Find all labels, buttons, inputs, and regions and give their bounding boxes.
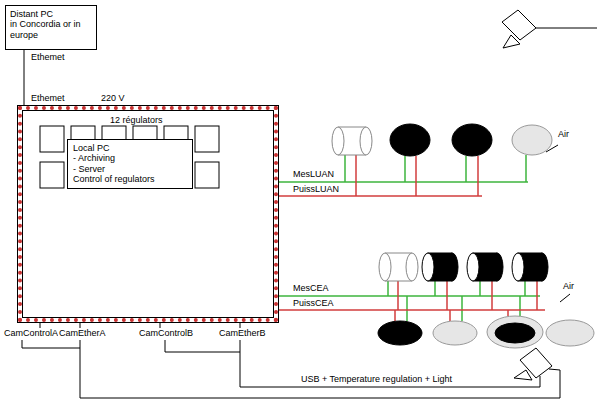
sensor-cylinder bbox=[338, 155, 366, 156]
regulator-box bbox=[195, 126, 219, 152]
measure-wire bbox=[344, 155, 346, 182]
sensor-cylinder bbox=[385, 281, 412, 282]
sensor-rim bbox=[422, 253, 524, 281]
power-wire bbox=[507, 310, 509, 316]
power-wire bbox=[394, 310, 396, 321]
power-wire bbox=[477, 156, 479, 196]
node-body: Control of regulators bbox=[73, 174, 187, 184]
signal-name: MesLUAN bbox=[292, 169, 335, 179]
black-sensor bbox=[491, 253, 503, 281]
power-wire bbox=[355, 155, 357, 196]
power-wire bbox=[278, 195, 482, 197]
ring-sensor bbox=[495, 323, 535, 343]
measure-wire bbox=[387, 281, 389, 296]
sensor-cylinder bbox=[385, 253, 412, 254]
node-body: in Concordia or in europe bbox=[10, 19, 82, 40]
grey-sensor bbox=[512, 125, 552, 155]
black-sensor bbox=[390, 124, 430, 156]
measure-wire bbox=[278, 295, 540, 297]
regulator-box bbox=[195, 162, 219, 188]
power-wire bbox=[278, 155, 545, 321]
port-label: CamControlA bbox=[3, 328, 59, 338]
node-title: Local PC bbox=[73, 143, 187, 153]
port-label: CamEtherA bbox=[58, 328, 107, 338]
measure-wire bbox=[479, 281, 481, 296]
grey-sensor bbox=[487, 316, 543, 348]
power-wire bbox=[446, 281, 448, 310]
grey-sensor bbox=[546, 320, 594, 346]
measure-wire bbox=[278, 181, 528, 183]
node-title: Distant PC bbox=[10, 9, 92, 19]
measure-wire bbox=[406, 296, 408, 321]
control-cabinet: 12 régulatorsLocal PC- Archiving- Server… bbox=[18, 106, 278, 322]
camera bbox=[502, 10, 536, 40]
power-wire bbox=[449, 310, 451, 321]
measure-wire bbox=[465, 156, 467, 182]
network-label: Ethemet bbox=[30, 93, 66, 103]
air-label: Air bbox=[557, 129, 570, 139]
regulator-box bbox=[40, 126, 219, 188]
network-label: Ethemet bbox=[30, 52, 66, 62]
node-item: - Server bbox=[73, 164, 187, 174]
black-sensor bbox=[452, 124, 492, 156]
port-label: CamControlB bbox=[138, 328, 194, 338]
signal-name: MesCEA bbox=[292, 283, 330, 293]
node-title: 12 régulators bbox=[110, 115, 163, 125]
power-label: 220 V bbox=[100, 93, 126, 103]
sensor-rim bbox=[512, 253, 524, 281]
signal-name: PuissLUAN bbox=[292, 184, 340, 194]
black-sensor bbox=[378, 124, 548, 345]
camera bbox=[514, 370, 532, 380]
regulator-box bbox=[40, 162, 64, 188]
black-sensor bbox=[446, 253, 458, 281]
power-wire bbox=[536, 281, 538, 310]
camera bbox=[536, 28, 597, 29]
cable-label: USB + Temperature regulation + Light bbox=[300, 374, 453, 384]
air-label: Air bbox=[562, 281, 575, 291]
remote-pc-box: Distant PCin Concordia or in europe bbox=[5, 5, 97, 50]
measure-wire bbox=[434, 281, 436, 296]
node-item: - Archiving bbox=[73, 153, 187, 163]
camera bbox=[503, 35, 520, 48]
black-sensor bbox=[378, 321, 422, 345]
sensor-cylinder bbox=[379, 253, 391, 281]
sensor-cylinder bbox=[360, 127, 372, 155]
black-sensor bbox=[536, 253, 548, 281]
camera bbox=[502, 10, 597, 380]
grey-sensor bbox=[433, 321, 477, 345]
port-label: CamEtherB bbox=[218, 328, 267, 338]
camera-wire bbox=[22, 340, 80, 348]
sensor-rim bbox=[422, 253, 434, 281]
measure-wire bbox=[404, 156, 406, 182]
camera-wire bbox=[240, 340, 540, 387]
network-cable bbox=[24, 50, 25, 106]
measure-wire bbox=[278, 155, 540, 321]
power-wire bbox=[415, 156, 417, 196]
sensor-cylinder bbox=[406, 253, 418, 281]
grey-sensor bbox=[433, 125, 594, 348]
local-pc-box: Local PC- Archiving- ServerControl of re… bbox=[67, 139, 193, 189]
power-wire bbox=[397, 281, 399, 310]
sensor-cylinder bbox=[332, 127, 344, 155]
sensor-rim bbox=[467, 253, 479, 281]
ring-sensor bbox=[495, 323, 535, 343]
air-leader bbox=[546, 145, 570, 302]
measure-wire bbox=[461, 296, 463, 321]
regulator-box bbox=[40, 126, 64, 152]
camera-wire bbox=[22, 322, 560, 398]
signal-name: PuissCEA bbox=[292, 298, 335, 308]
sensor-cylinder bbox=[338, 127, 366, 128]
air-leader bbox=[546, 145, 558, 152]
power-wire bbox=[491, 281, 493, 310]
power-wire bbox=[278, 309, 545, 311]
camera-wire bbox=[80, 340, 560, 398]
air-leader bbox=[560, 294, 570, 302]
measure-wire bbox=[525, 155, 527, 182]
camera-wire bbox=[165, 340, 240, 352]
measure-wire bbox=[519, 296, 521, 318]
measure-wire bbox=[524, 281, 526, 296]
